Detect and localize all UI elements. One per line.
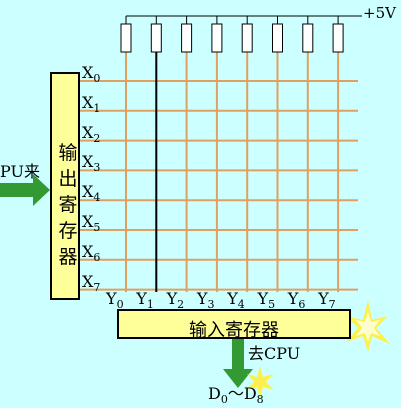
column-label-1: Y1 (136, 289, 154, 311)
row-label-index: 2 (93, 131, 101, 145)
column-label-index: 6 (298, 298, 306, 311)
column-label-index: 1 (146, 298, 154, 311)
row-label-index: 5 (93, 221, 101, 234)
resistor-0 (120, 23, 132, 53)
output-register-label: 输出寄存器 (58, 142, 78, 268)
row-label-index: 3 (93, 161, 101, 175)
column-label-0: Y0 (106, 289, 124, 311)
column-label-letter: Y (318, 289, 329, 308)
resistor-2 (181, 23, 193, 53)
column-label-6: Y6 (287, 289, 306, 311)
input-register: 输入寄存器 (117, 309, 351, 341)
column-label-2: Y2 (166, 289, 185, 311)
row-label-letter: X (82, 122, 94, 142)
column-label-letter: Y (257, 289, 269, 308)
row-label-letter: X (82, 152, 94, 172)
highlight-star-bottom (246, 366, 274, 398)
column-label-letter: Y (196, 289, 208, 308)
supply-label: +5V (363, 4, 396, 22)
input-register-label: 输入寄存器 (189, 320, 279, 341)
to-cpu-label: 去CPU (248, 344, 301, 363)
column-label-5: Y5 (257, 289, 276, 311)
row-label-index: 1 (93, 101, 101, 115)
row-label-6: X6 (82, 241, 100, 263)
input-arrow (0, 174, 50, 206)
column-label-index: 3 (207, 298, 215, 311)
resistor-7 (332, 23, 344, 53)
pull-up-resistors (120, 16, 344, 53)
data-bus-label: D0～D8 (208, 384, 264, 406)
row-label-letter: X (82, 182, 94, 202)
grid-lines (80, 52, 358, 292)
resistor-5 (272, 23, 283, 53)
row-label-letter: X (82, 92, 94, 112)
column-label-4: Y4 (227, 289, 245, 311)
row-label-7: X7 (82, 271, 100, 293)
row-label-letter: X (82, 212, 94, 231)
column-label-index: 0 (116, 298, 124, 311)
row-label-letter: X (82, 241, 94, 261)
column-label-index: 5 (268, 298, 276, 311)
resistor-4 (241, 23, 253, 53)
column-label-index: 2 (177, 298, 185, 311)
column-label-index: 4 (237, 298, 245, 311)
resistor-6 (302, 23, 314, 53)
resistor-3 (211, 23, 223, 53)
column-label-letter: Y (106, 289, 117, 308)
row-label-index: 4 (93, 191, 101, 205)
input-source-label: PU来 (0, 162, 40, 181)
data-bus-end: D (243, 384, 257, 403)
output-register: 输出寄存器 (50, 72, 80, 300)
column-label-letter: Y (287, 289, 299, 308)
output-arrow (223, 337, 253, 388)
data-bus-tilde: ～ (227, 384, 244, 403)
row-label-letter: X (82, 271, 94, 291)
row-label-index: 0 (93, 72, 101, 85)
column-label-index: 7 (328, 298, 336, 311)
highlight-star-right (346, 300, 390, 352)
data-bus-end-index: 8 (256, 393, 264, 406)
column-label-letter: Y (166, 289, 178, 308)
row-label-5: X5 (82, 212, 100, 234)
column-label-letter: Y (136, 289, 147, 308)
row-label-letter: X (82, 63, 94, 82)
data-bus-start: D (208, 384, 221, 403)
column-label-7: Y7 (318, 289, 336, 311)
resistor-1 (150, 23, 162, 53)
row-label-1: X1 (82, 92, 100, 114)
row-label-2: X2 (82, 122, 100, 144)
row-label-0: X0 (82, 63, 100, 85)
row-label-4: X4 (82, 182, 100, 204)
column-label-3: Y3 (196, 289, 215, 311)
column-label-letter: Y (227, 289, 238, 308)
data-bus-start-index: 0 (220, 393, 228, 406)
row-label-3: X3 (82, 152, 100, 174)
row-label-index: 6 (93, 250, 101, 264)
row-label-index: 7 (93, 280, 101, 294)
